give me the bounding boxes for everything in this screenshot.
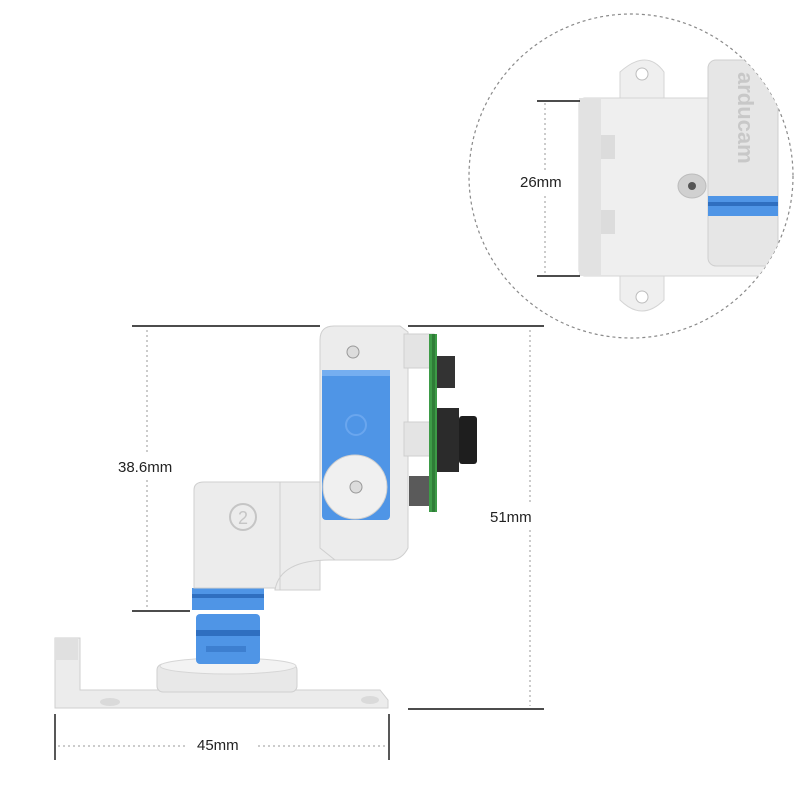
detail-shaft (688, 182, 696, 190)
tilt-servo-logo (345, 414, 367, 436)
detail-view: arducam (468, 13, 794, 339)
tilt-horn-screw (349, 480, 363, 494)
base-hole-right (361, 696, 379, 704)
detail-bracket-side (579, 98, 601, 276)
dimensions (54, 325, 544, 760)
base-plate (54, 637, 389, 709)
base-hole-left (100, 698, 120, 706)
tilt-base-band-line (192, 594, 264, 598)
pan-tilt-assembly: 2 (54, 325, 477, 709)
tilt-servo-top-edge (322, 370, 390, 376)
dimension-label-26mm: 26mm (520, 174, 562, 191)
detail-screw-hole-bottom (635, 290, 649, 304)
camera-lens (459, 416, 477, 464)
part-number-text: 2 (238, 508, 248, 528)
camera-connector (437, 356, 455, 388)
camera-sensor-mount (437, 408, 459, 472)
dimension-label-38-6mm: 38.6mm (118, 459, 173, 476)
tilt-base-band (192, 588, 264, 610)
pan-servo-body (196, 614, 260, 664)
pan-servo-gear (206, 646, 246, 652)
camera-lower-part (409, 476, 429, 506)
top-screw (346, 345, 360, 359)
camera-pcb-edge (432, 334, 435, 512)
detail-slot-upper (601, 135, 615, 159)
detail-servo-blue-line (708, 202, 778, 206)
part-number-badge (229, 503, 257, 531)
pan-servo-stripe (196, 630, 260, 636)
dimension-label-45mm: 45mm (197, 737, 239, 754)
detail-brand-mark: arducam (733, 72, 758, 164)
base-clip (55, 638, 78, 660)
dimension-label-51mm: 51mm (490, 509, 532, 526)
detail-screw-hole-top (635, 67, 649, 81)
detail-slot-lower (601, 210, 615, 234)
